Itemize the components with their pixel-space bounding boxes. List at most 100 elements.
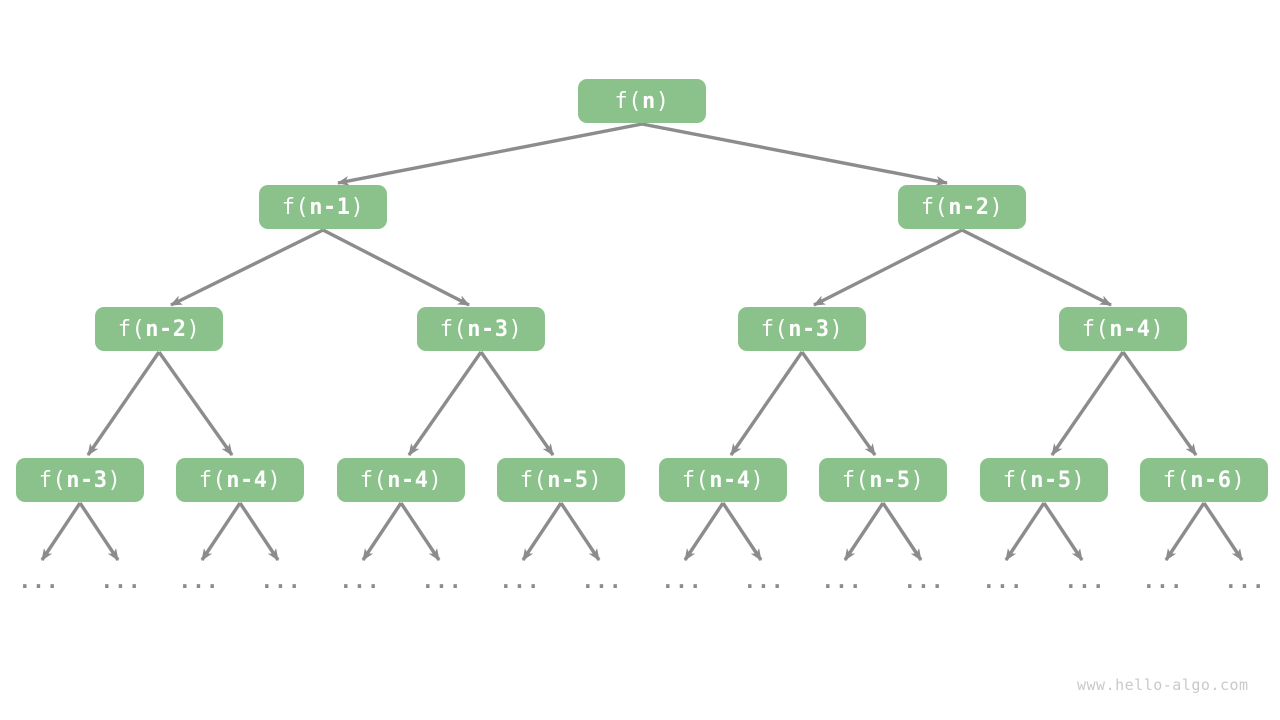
ellipsis-leaf: ...: [178, 569, 220, 593]
node-text-suffix: ): [350, 194, 365, 220]
tree-node-l3-2: f(n-4): [337, 458, 465, 502]
tree-edge: [843, 502, 885, 561]
tree-edge: [407, 351, 483, 456]
tree-edge: [641, 122, 948, 186]
node-text-prefix: f(: [1002, 467, 1031, 493]
node-text-prefix: f(: [198, 467, 227, 493]
node-text-arg: n-3: [788, 316, 830, 342]
node-text-prefix: f(: [760, 316, 789, 342]
node-text-prefix: f(: [920, 194, 949, 220]
tree-edge: [170, 228, 324, 307]
tree-edge: [78, 502, 120, 561]
ellipsis-leaf: ...: [499, 569, 541, 593]
tree-node-l2-1: f(n-3): [417, 307, 545, 351]
node-text-suffix: ): [910, 467, 925, 493]
tree-edge: [238, 502, 280, 561]
ellipsis-leaf: ...: [1224, 569, 1266, 593]
tree-node-l3-0: f(n-3): [16, 458, 144, 502]
node-text-arg: n-2: [145, 316, 187, 342]
node-text-prefix: f(: [519, 467, 548, 493]
node-text-suffix: ): [989, 194, 1004, 220]
node-text-arg: n-3: [66, 467, 108, 493]
ellipsis-leaf: ...: [1142, 569, 1184, 593]
tree-edge: [399, 502, 441, 561]
node-text-suffix: ): [186, 316, 201, 342]
tree-edge: [479, 351, 555, 456]
tree-edge: [361, 502, 403, 561]
node-text-suffix: ): [588, 467, 603, 493]
node-text-suffix: ): [107, 467, 122, 493]
ellipsis-leaf: ...: [260, 569, 302, 593]
tree-edge: [1050, 351, 1125, 456]
tree-node-l2-0: f(n-2): [95, 307, 223, 351]
tree-node-l3-4: f(n-4): [659, 458, 787, 502]
node-text-prefix: f(: [38, 467, 67, 493]
node-text-prefix: f(: [117, 316, 146, 342]
ellipsis-leaf: ...: [100, 569, 142, 593]
tree-node-l2-3: f(n-4): [1059, 307, 1187, 351]
node-text-suffix: ): [1231, 467, 1246, 493]
node-text-prefix: f(: [681, 467, 710, 493]
node-text-suffix: ): [655, 88, 670, 114]
tree-edge: [721, 502, 763, 561]
tree-edge: [683, 502, 725, 561]
tree-node-l3-5: f(n-5): [819, 458, 947, 502]
tree-edge: [1164, 502, 1206, 561]
tree-edge: [157, 351, 234, 456]
node-text-suffix: ): [428, 467, 443, 493]
node-text-arg: n-4: [1109, 316, 1151, 342]
tree-node-l1-0: f(n-1): [259, 185, 387, 229]
tree-node-l3-3: f(n-5): [497, 458, 625, 502]
node-text-suffix: ): [267, 467, 282, 493]
node-text-prefix: f(: [439, 316, 468, 342]
node-text-arg: n-5: [1030, 467, 1072, 493]
ellipsis-leaf: ...: [903, 569, 945, 593]
ellipsis-leaf: ...: [339, 569, 381, 593]
tree-node-l3-7: f(n-6): [1140, 458, 1268, 502]
node-text-arg: n-3: [467, 316, 509, 342]
tree-edge: [200, 502, 242, 561]
node-text-arg: n-5: [547, 467, 589, 493]
node-text-prefix: f(: [281, 194, 310, 220]
tree-edge: [322, 228, 470, 307]
tree-node-l3-6: f(n-5): [980, 458, 1108, 502]
tree-edge: [1202, 502, 1244, 561]
tree-edge: [1121, 351, 1198, 456]
ellipsis-leaf: ...: [18, 569, 60, 593]
ellipsis-leaf: ...: [1064, 569, 1106, 593]
tree-edge: [813, 228, 963, 307]
node-text-suffix: ): [829, 316, 844, 342]
tree-edge: [559, 502, 601, 561]
ellipsis-leaf: ...: [982, 569, 1024, 593]
node-text-arg: n: [642, 88, 656, 114]
ellipsis-leaf: ...: [421, 569, 463, 593]
node-text-prefix: f(: [359, 467, 388, 493]
ellipsis-leaf: ...: [661, 569, 703, 593]
tree-edge: [1004, 502, 1046, 561]
tree-edge: [1042, 502, 1084, 561]
node-text-arg: n-4: [226, 467, 268, 493]
node-text-arg: n-6: [1190, 467, 1232, 493]
tree-edge: [800, 351, 877, 456]
tree-edge: [337, 122, 643, 186]
node-text-prefix: f(: [1162, 467, 1191, 493]
node-text-arg: n-4: [709, 467, 751, 493]
tree-edge: [86, 351, 161, 456]
node-text-arg: n-4: [387, 467, 429, 493]
tree-edge: [961, 228, 1112, 307]
node-text-suffix: ): [508, 316, 523, 342]
tree-edge: [729, 351, 804, 456]
node-text-suffix: ): [1071, 467, 1086, 493]
node-text-suffix: ): [750, 467, 765, 493]
tree-node-l2-2: f(n-3): [738, 307, 866, 351]
node-text-prefix: f(: [841, 467, 870, 493]
node-text-arg: n-5: [869, 467, 911, 493]
ellipsis-leaf: ...: [821, 569, 863, 593]
node-text-suffix: ): [1150, 316, 1165, 342]
tree-edge: [40, 502, 82, 561]
node-text-arg: n-1: [309, 194, 351, 220]
tree-edge: [881, 502, 923, 561]
tree-edge: [521, 502, 563, 561]
ellipsis-leaf: ...: [743, 569, 785, 593]
